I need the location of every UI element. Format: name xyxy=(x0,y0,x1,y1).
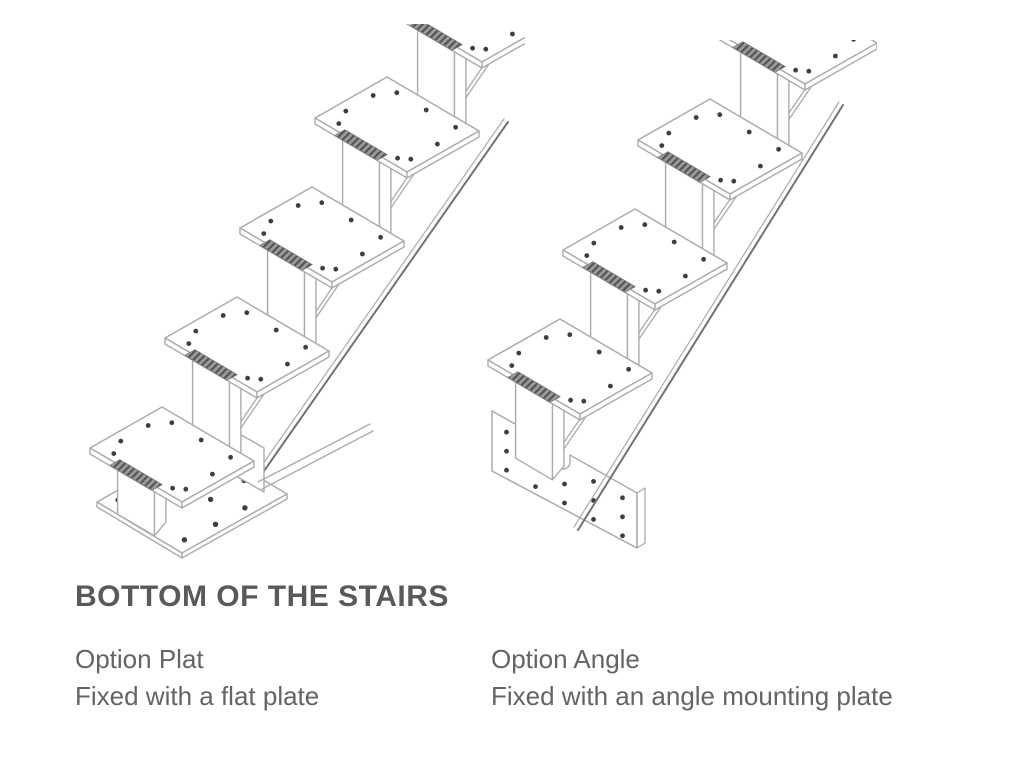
option-angle-description: Fixed with an angle mounting plate xyxy=(491,681,893,711)
option-plat-name: Option Plat xyxy=(75,644,204,674)
staircase-angle-plate-drawing xyxy=(487,40,877,549)
caption-option-plat: Option Plat Fixed with a flat plate xyxy=(75,641,319,715)
caption-option-angle: Option Angle Fixed with an angle mountin… xyxy=(491,641,893,715)
section-heading: BOTTOM OF THE STAIRS xyxy=(75,580,449,613)
staircase-flat-plate-drawing xyxy=(89,24,525,559)
staircase-figures-canvas xyxy=(89,24,877,559)
option-plat-description: Fixed with a flat plate xyxy=(75,681,320,711)
option-angle-name: Option Angle xyxy=(491,644,640,674)
